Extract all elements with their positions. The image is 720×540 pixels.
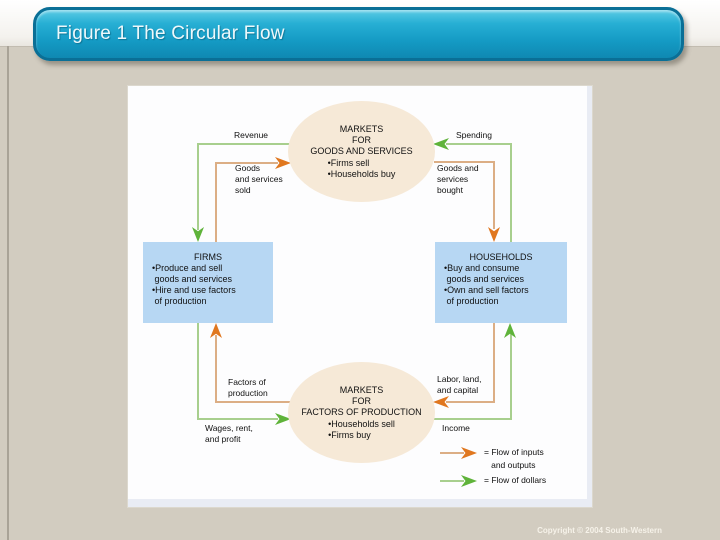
legend-dollars-label: = Flow of dollars bbox=[484, 475, 547, 485]
factors-line-v bbox=[215, 335, 217, 403]
goods-sold-line-v bbox=[215, 162, 217, 242]
labor-line-h bbox=[446, 401, 495, 403]
legend-inputs-label: = Flow of inputs and outputs bbox=[484, 447, 544, 470]
income-line-h bbox=[434, 418, 512, 420]
firms-body: •Produce and sell goods and services •Hi… bbox=[152, 263, 236, 306]
revenue-label: Revenue bbox=[234, 130, 269, 140]
revenue-line-h bbox=[198, 143, 290, 145]
copyright-text: Copyright © 2004 South-Western bbox=[537, 526, 662, 535]
markets-factors-ellipse: MARKETS FOR FACTORS OF PRODUCTION •House… bbox=[288, 362, 435, 463]
page-edge-line bbox=[7, 46, 9, 540]
markets-factors-title: MARKETS FOR FACTORS OF PRODUCTION bbox=[301, 384, 422, 417]
factors-label: Factors of production bbox=[228, 377, 268, 398]
spending-line-h bbox=[446, 143, 512, 145]
goods-sold-label: Goods and services sold bbox=[235, 163, 283, 195]
households-box: HOUSEHOLDS •Buy and consume goods and se… bbox=[435, 242, 567, 323]
labor-line-v bbox=[493, 323, 495, 403]
wages-line-h bbox=[198, 418, 278, 420]
income-label: Income bbox=[442, 423, 470, 433]
legend-dollars-line bbox=[440, 480, 464, 482]
firms-box: FIRMS •Produce and sell goods and servic… bbox=[143, 242, 273, 323]
income-line-v bbox=[510, 334, 512, 420]
markets-goods-bullets: •Firms sell •Households buy bbox=[327, 157, 396, 179]
markets-factors-bullets: •Households sell •Firms buy bbox=[328, 418, 395, 440]
firms-title: FIRMS bbox=[194, 252, 222, 262]
wages-line-v bbox=[197, 323, 199, 420]
households-title: HOUSEHOLDS bbox=[469, 252, 533, 262]
spending-label: Spending bbox=[456, 130, 492, 140]
revenue-line-v bbox=[197, 143, 199, 230]
title-banner: Figure 1 The Circular Flow bbox=[33, 7, 684, 61]
wages-label: Wages, rent, and profit bbox=[205, 423, 253, 444]
diagram-panel: MARKETS FOR GOODS AND SERVICES •Firms se… bbox=[128, 86, 592, 507]
households-body: •Buy and consume goods and services •Own… bbox=[444, 263, 529, 306]
goods-bought-line-v bbox=[493, 161, 495, 229]
goods-bought-label: Goods and services bought bbox=[437, 163, 479, 195]
factors-line-h bbox=[216, 401, 292, 403]
legend-inputs-line bbox=[440, 452, 464, 454]
labor-label: Labor, land, and capital bbox=[437, 374, 482, 395]
goods-bought-arrow-icon bbox=[488, 227, 500, 242]
markets-goods-title: MARKETS FOR GOODS AND SERVICES bbox=[310, 123, 413, 156]
spending-line-v bbox=[510, 143, 512, 242]
goods-bought-line-h bbox=[434, 161, 495, 163]
goods-sold-line-h bbox=[216, 162, 278, 164]
markets-goods-ellipse: MARKETS FOR GOODS AND SERVICES •Firms se… bbox=[288, 101, 435, 202]
slide-title: Figure 1 The Circular Flow bbox=[56, 23, 285, 44]
